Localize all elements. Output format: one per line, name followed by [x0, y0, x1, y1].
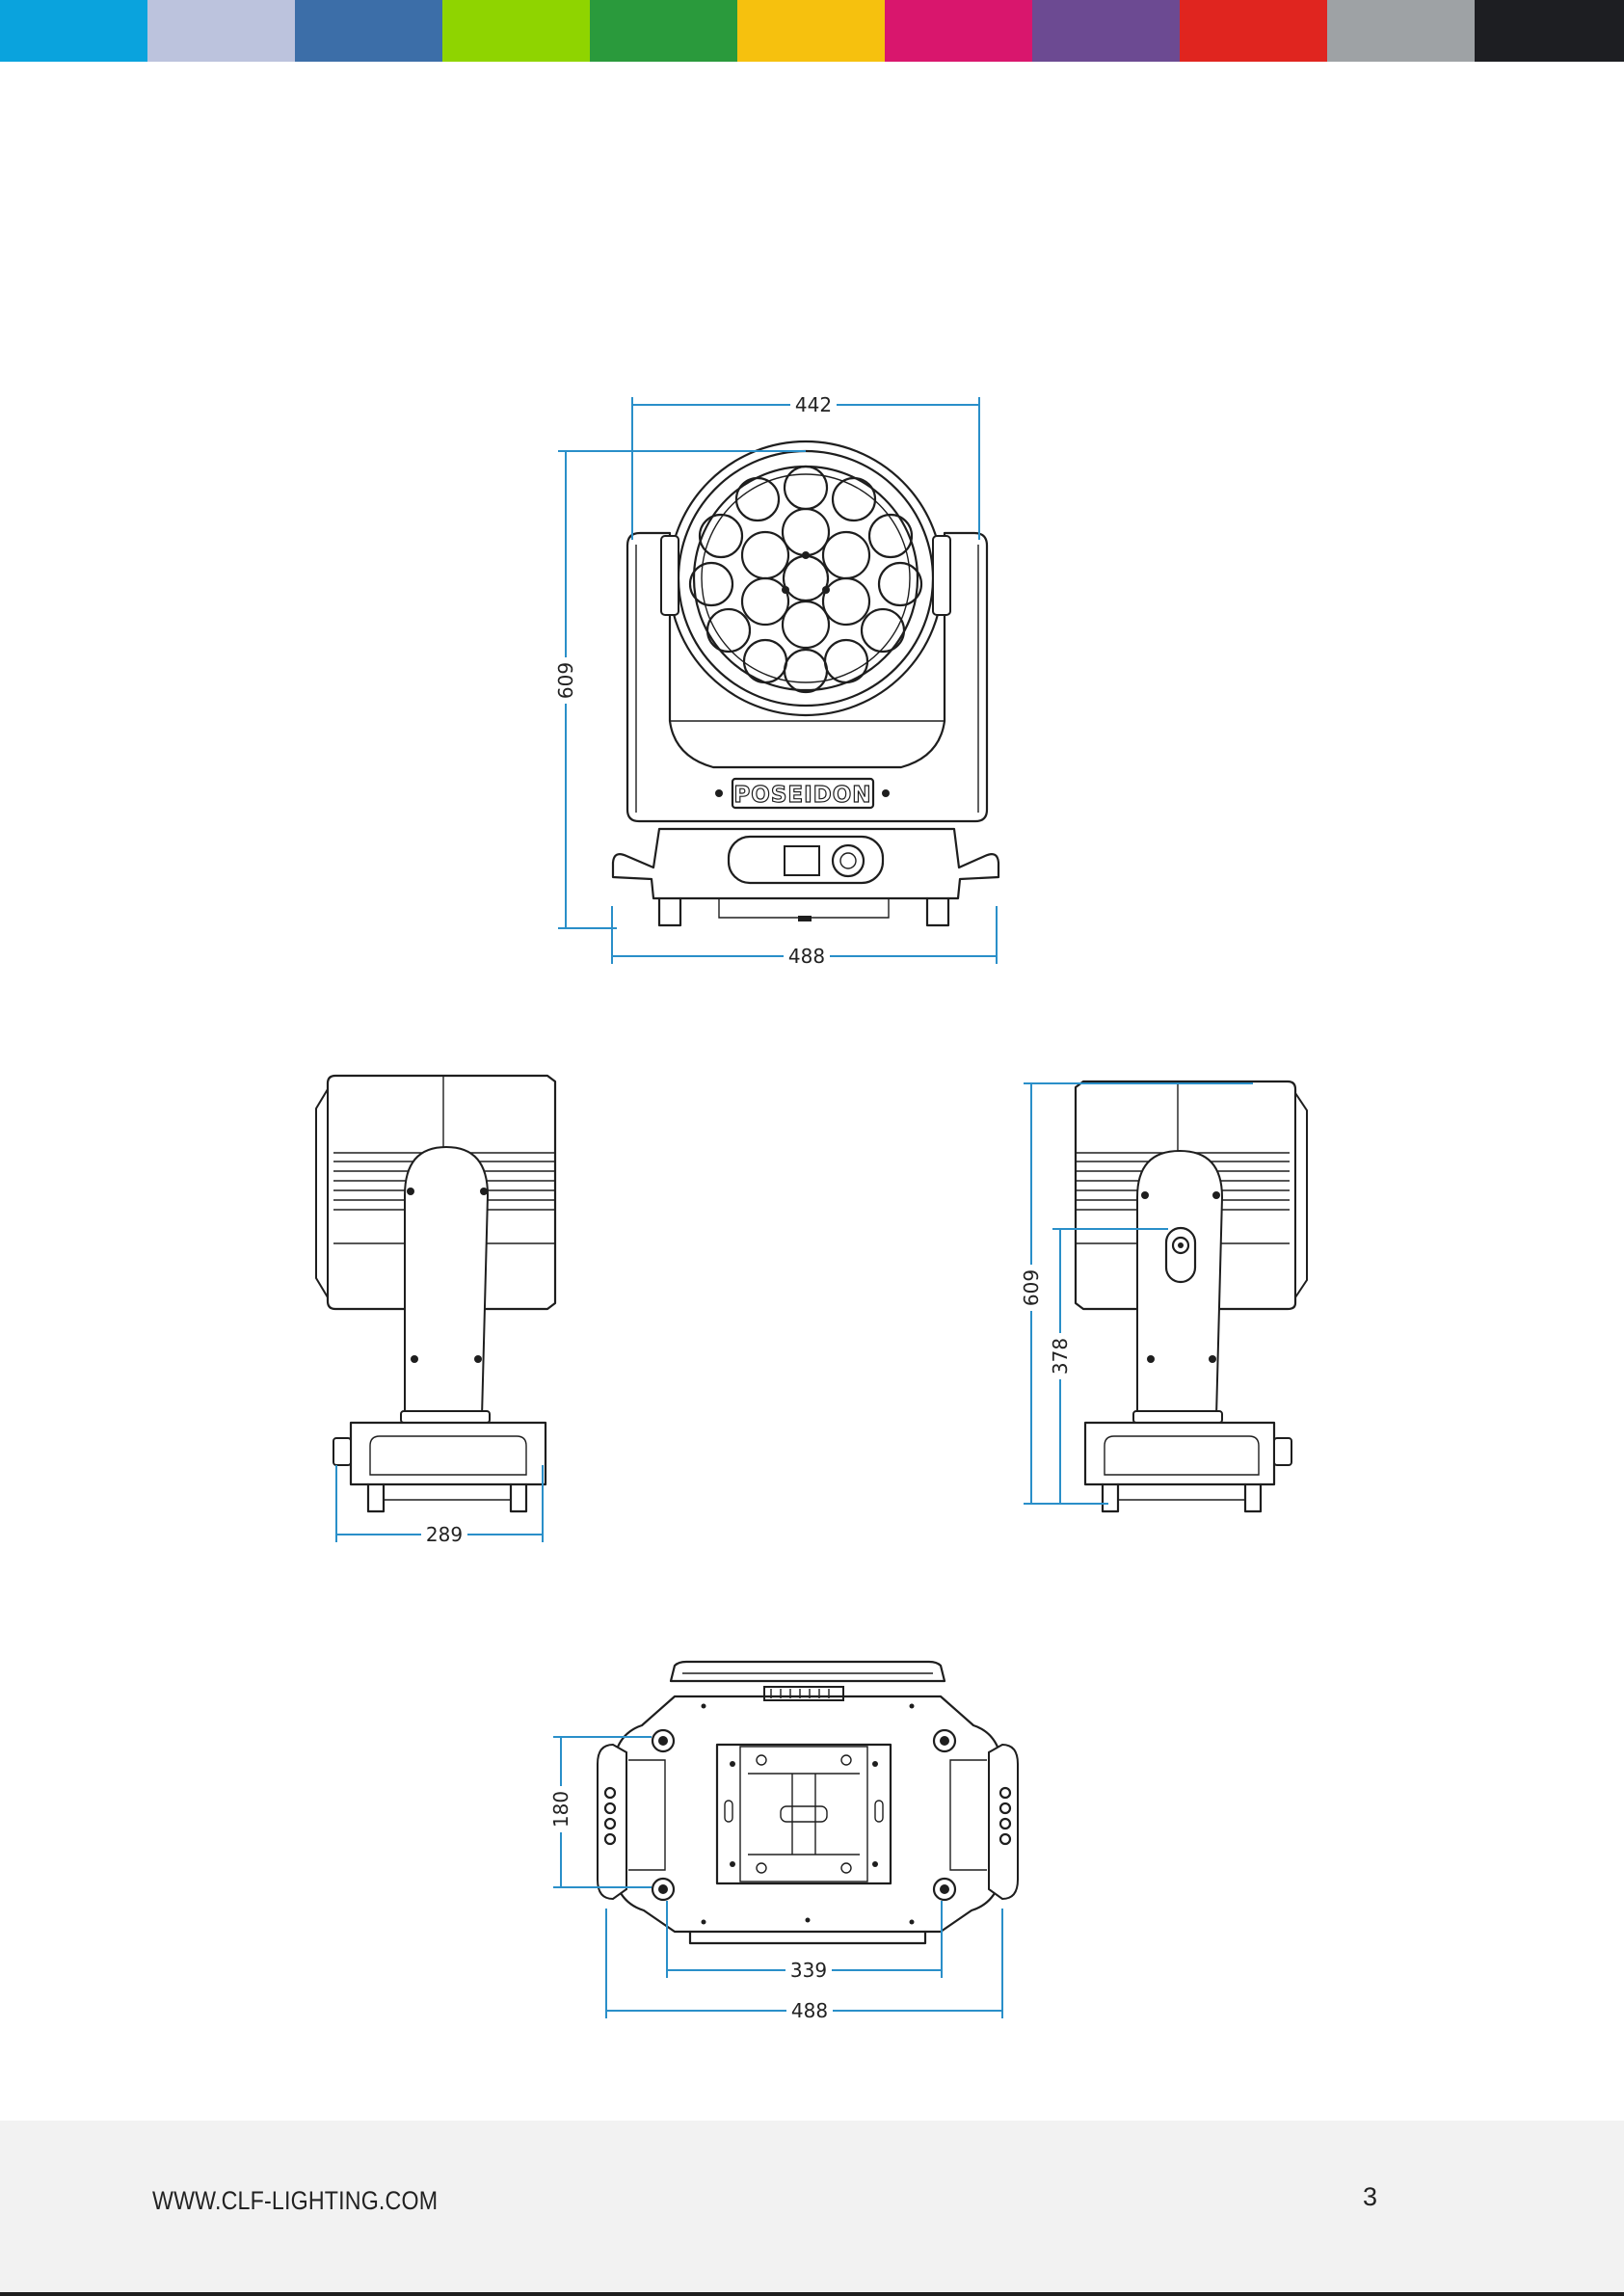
right-side-view [1076, 1081, 1307, 1511]
front-view: POSEIDON [613, 441, 998, 925]
bottom-view [598, 1662, 1018, 1943]
dim-front-height: 609 [554, 662, 577, 699]
dim-bottom-hole-spacing-x: 339 [790, 1959, 827, 1982]
footer-divider [0, 2292, 1624, 2296]
brand-label: POSEIDON [733, 783, 871, 808]
dim-side-depth: 289 [426, 1523, 463, 1546]
page-number: 3 [1363, 2182, 1377, 2212]
dim-tilt-axis-height: 378 [1049, 1338, 1072, 1375]
technical-drawing: POSEIDON 442 609 488 [0, 0, 1624, 2121]
website-link[interactable]: WWW.CLF-LIGHTING.COM [152, 2186, 438, 2216]
dim-bottom-width: 488 [791, 1999, 828, 2022]
page-footer: WWW.CLF-LIGHTING.COM 3 [0, 2121, 1624, 2296]
dim-front-width-head: 442 [795, 393, 832, 416]
dim-side-height: 609 [1020, 1269, 1043, 1306]
dim-front-width-base: 488 [788, 945, 825, 968]
dim-bottom-hole-spacing-y: 180 [549, 1791, 572, 1828]
left-side-view [316, 1076, 555, 1511]
